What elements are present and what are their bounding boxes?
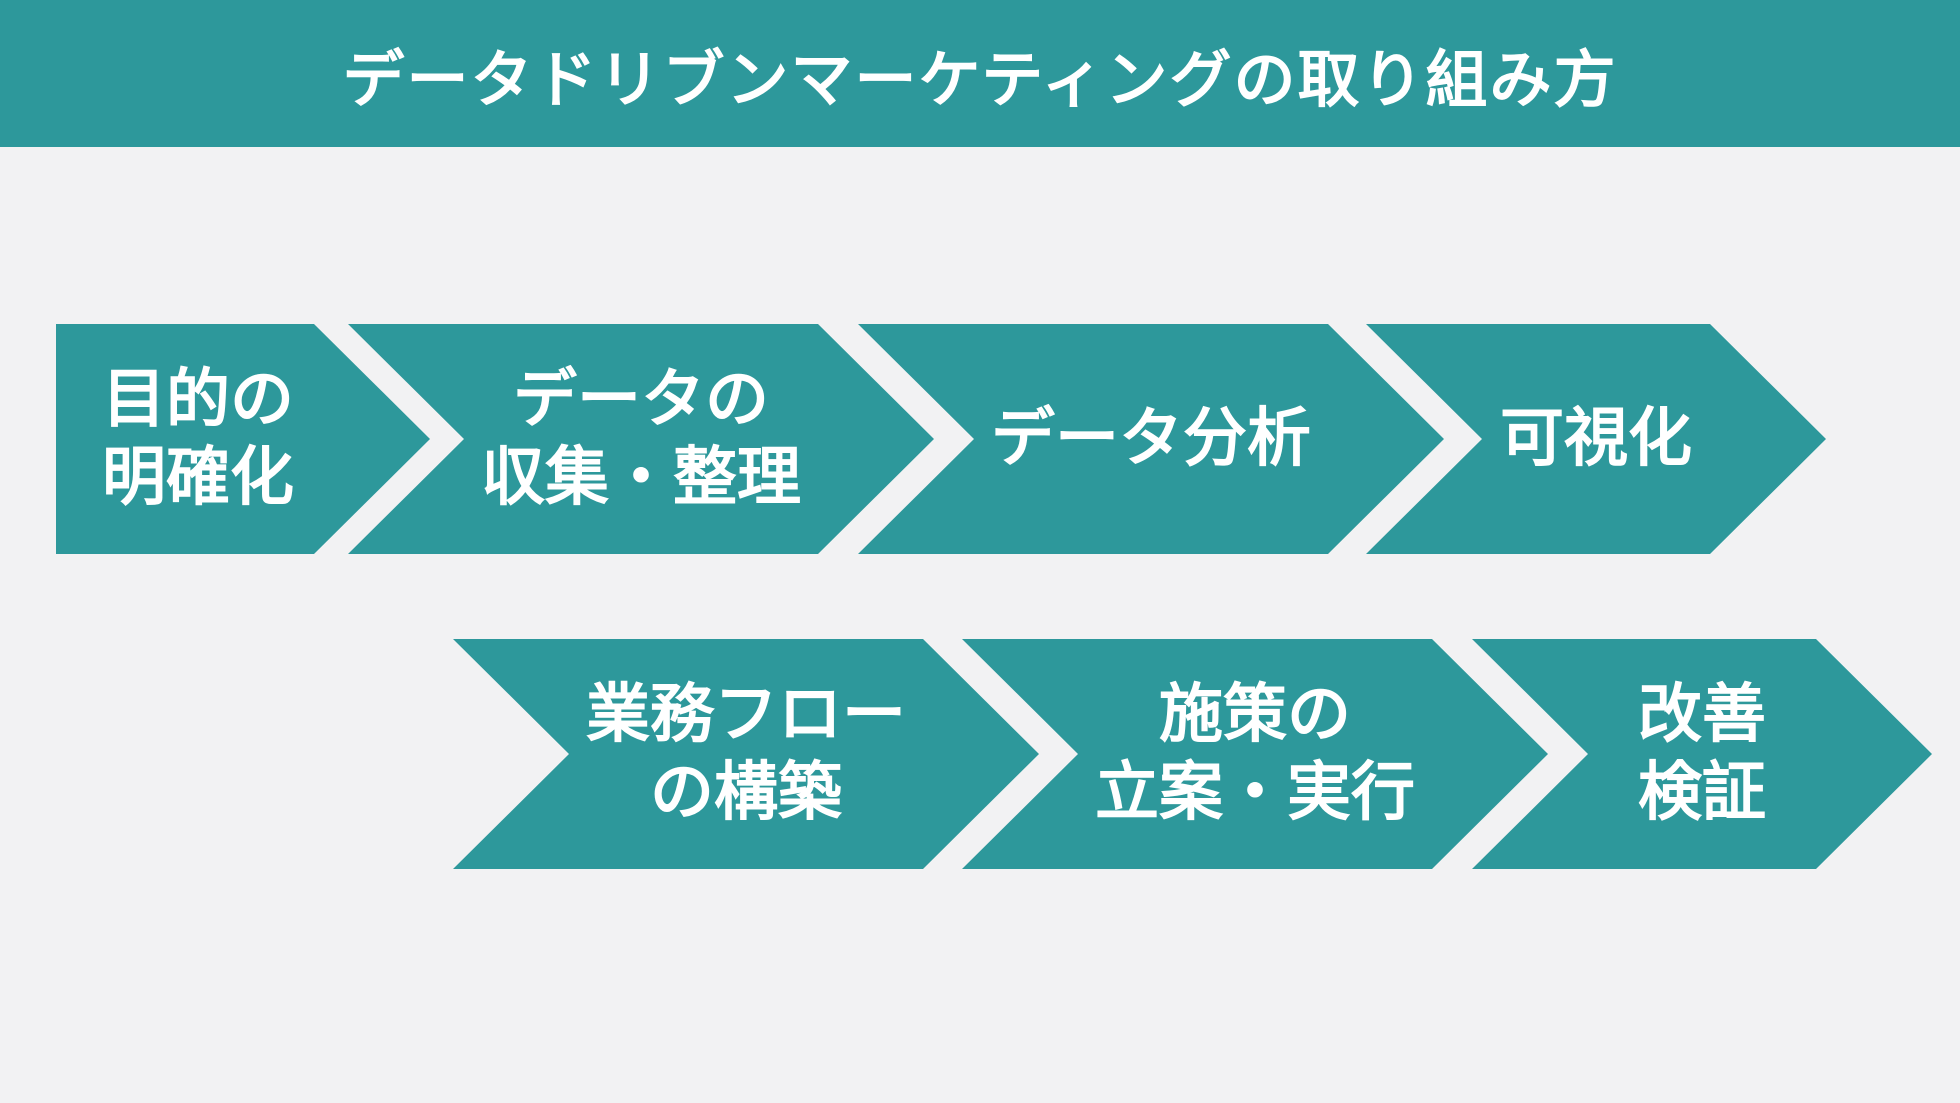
step-label: 改善 検証 bbox=[1638, 677, 1766, 830]
step-arrow-shape bbox=[453, 639, 1039, 869]
page-title: データドリブンマーケティングの取り組み方 bbox=[342, 42, 1618, 116]
step-label: 業務フロー の構築 bbox=[586, 677, 906, 830]
step-data-analysis: データ分析 bbox=[858, 324, 1444, 554]
step-label: 目的の 明確化 bbox=[102, 362, 294, 515]
step-arrow-shape bbox=[1472, 639, 1932, 869]
step-label: データ分析 bbox=[991, 401, 1311, 476]
flow-row-2: 業務フロー の構築 施策の 立案・実行 改善 検証 bbox=[0, 639, 1960, 869]
step-data-collection: データの 収集・整理 bbox=[348, 324, 934, 554]
step-label: データの 収集・整理 bbox=[481, 362, 801, 515]
page-header: データドリブンマーケティングの取り組み方 bbox=[0, 0, 1960, 147]
step-visualization: 可視化 bbox=[1366, 324, 1826, 554]
step-arrow-shape bbox=[858, 324, 1444, 554]
step-arrow-shape bbox=[348, 324, 934, 554]
step-workflow-build: 業務フロー の構築 bbox=[453, 639, 1039, 869]
step-arrow-shape bbox=[962, 639, 1548, 869]
step-label: 可視化 bbox=[1500, 401, 1692, 476]
step-label: 施策の 立案・実行 bbox=[1095, 677, 1415, 830]
step-arrow-shape bbox=[56, 324, 430, 554]
step-goal-clarification: 目的の 明確化 bbox=[56, 324, 430, 554]
step-arrow-shape bbox=[1366, 324, 1826, 554]
step-improve-verify: 改善 検証 bbox=[1472, 639, 1932, 869]
flow-row-1: 目的の 明確化 データの 収集・整理 データ分析 可視化 bbox=[0, 324, 1960, 554]
step-plan-execute: 施策の 立案・実行 bbox=[962, 639, 1548, 869]
